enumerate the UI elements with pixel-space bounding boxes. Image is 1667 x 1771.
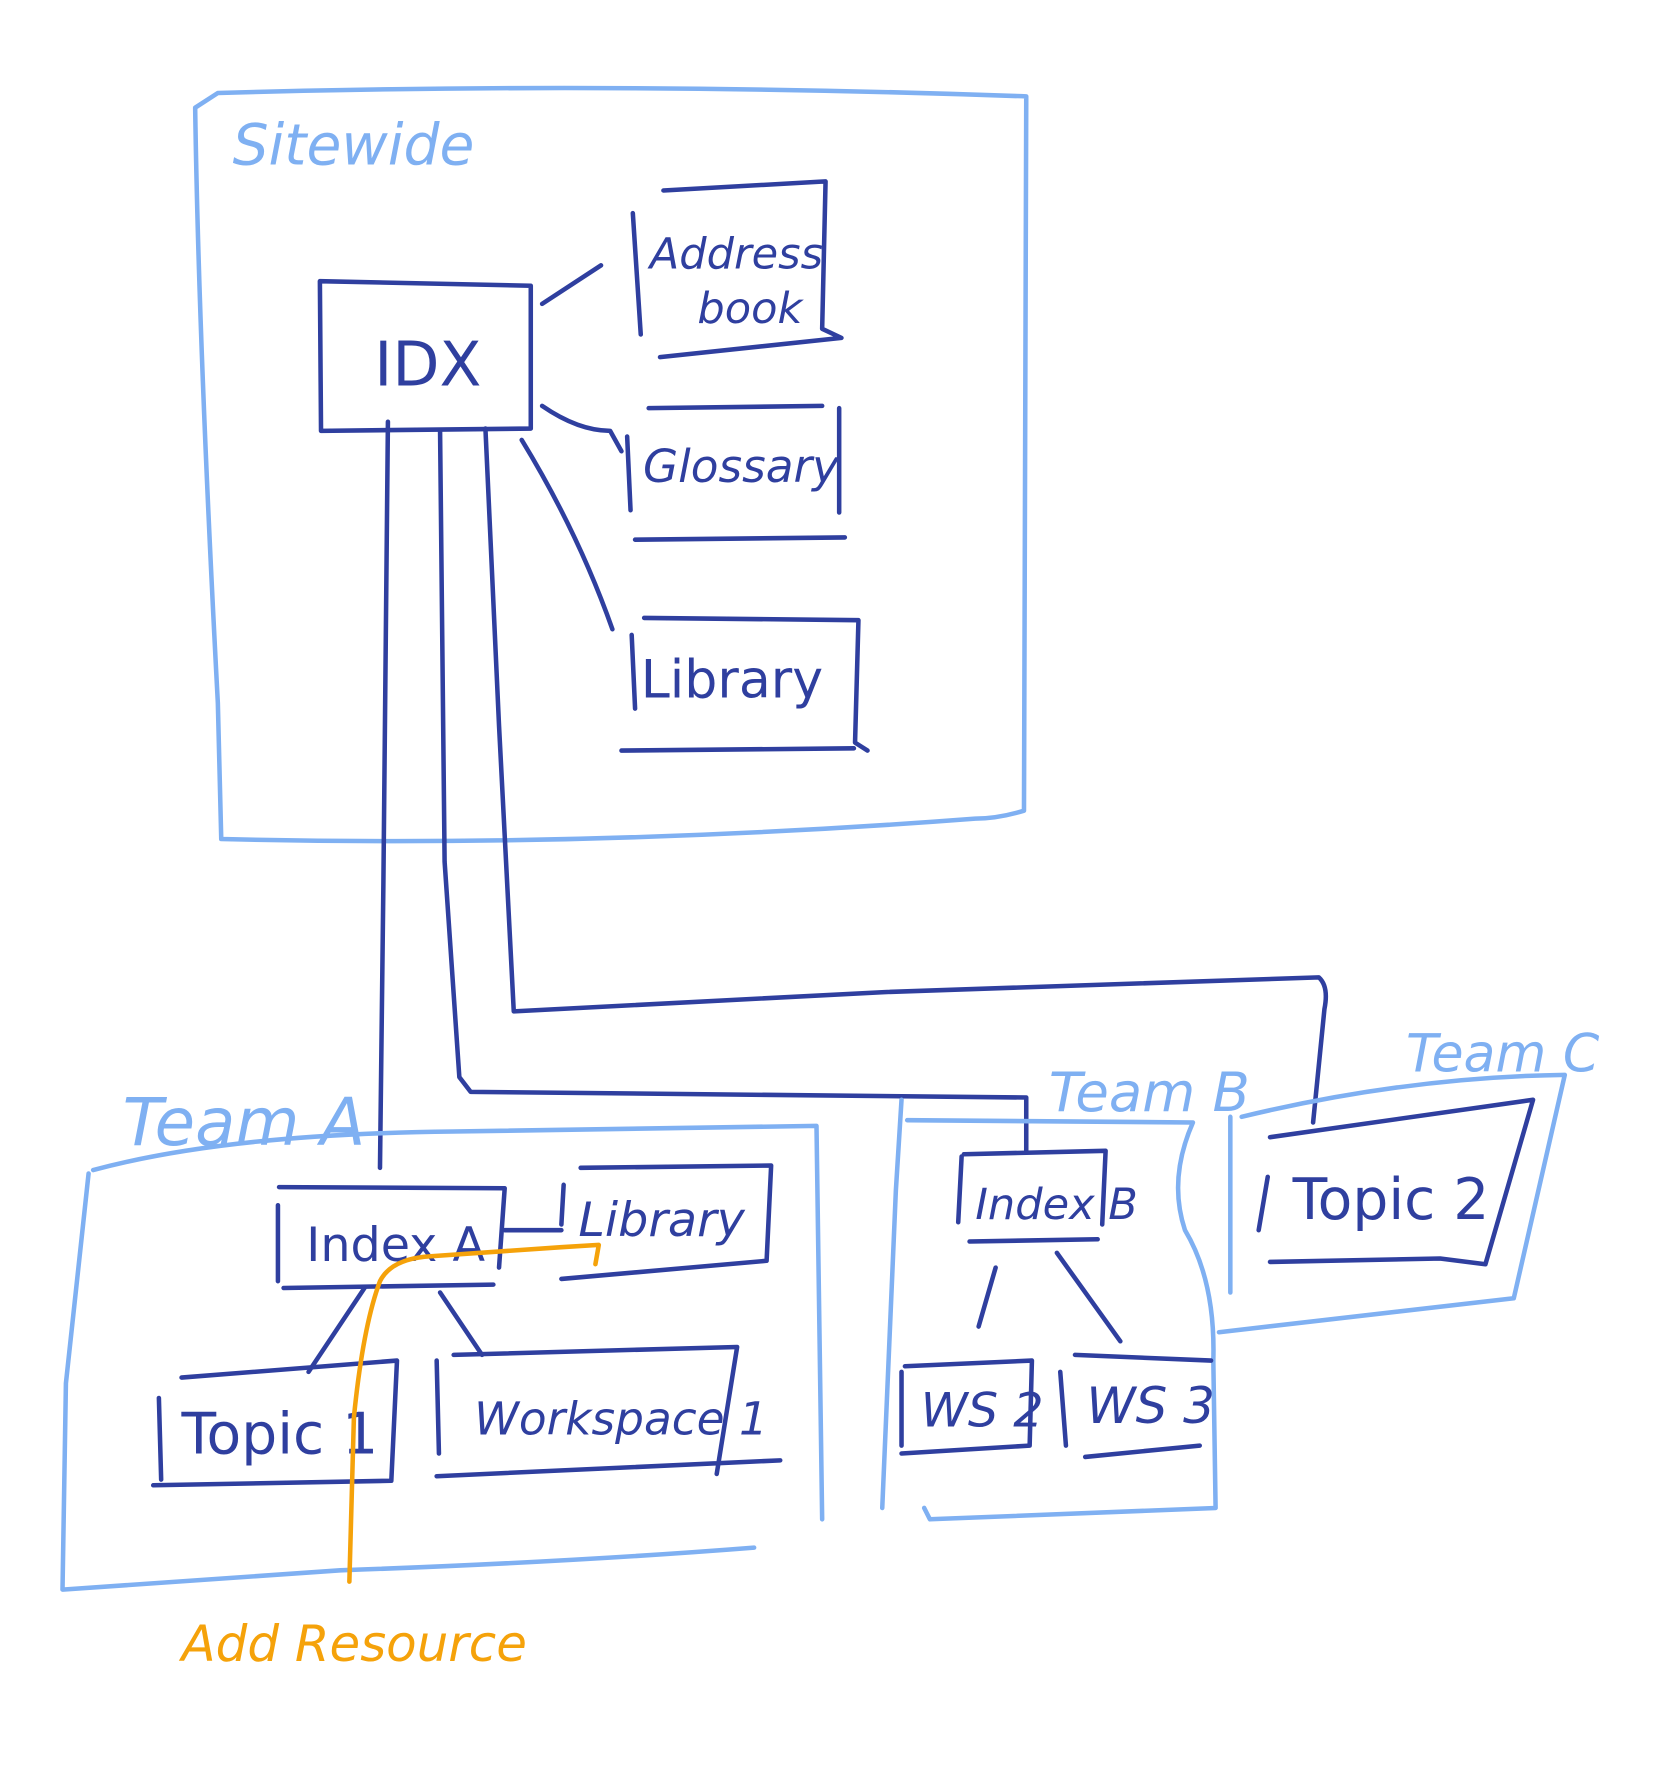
index-b-ws3-link	[1054, 1250, 1123, 1344]
idx-node	[317, 278, 534, 434]
team-b-label: Team B	[1049, 1060, 1250, 1124]
topic-2-node	[1256, 1097, 1536, 1267]
topic-1-label: Topic 1	[181, 1402, 379, 1468]
address-book-label-1: Address	[647, 230, 823, 280]
add-resource-path	[347, 1242, 602, 1584]
ws3-node	[1057, 1352, 1214, 1460]
address-book-label-2: book	[697, 284, 804, 334]
workspace-1-node	[434, 1344, 783, 1479]
topic-1-node	[150, 1358, 400, 1488]
topic-2-label: Topic 2	[1292, 1167, 1490, 1233]
team-c-label: Team C	[1406, 1024, 1600, 1084]
index-a-node	[275, 1184, 507, 1291]
team-a-library-node	[559, 1163, 774, 1282]
index-b-ws2-link	[976, 1265, 998, 1329]
team-c-container	[1216, 1072, 1568, 1335]
sitewide-container	[192, 85, 1029, 844]
ws2-label: WS 2	[921, 1383, 1044, 1438]
idx-glossary-link	[539, 403, 624, 454]
index-a-workspace-link	[437, 1290, 485, 1358]
idx-address-link	[539, 263, 604, 307]
team-a-library-label: Library	[578, 1193, 745, 1248]
sitewide-label: Sitewide	[233, 112, 475, 178]
workspace-1-label: Workspace 1	[474, 1392, 768, 1445]
glossary-node	[624, 403, 848, 542]
index-b-label: Index B	[975, 1180, 1138, 1230]
idx-to-index-b-link	[437, 428, 1029, 1154]
glossary-label: Glossary	[643, 440, 840, 493]
ws3-label: WS 3	[1086, 1377, 1215, 1435]
ws2-node	[899, 1358, 1035, 1456]
idx-to-topic-2-link	[483, 426, 1329, 1125]
add-resource-label: Add Resource	[179, 1615, 527, 1673]
index-b-node	[955, 1148, 1108, 1244]
library-label: Library	[641, 650, 823, 710]
team-a-label: Team A	[123, 1084, 366, 1161]
idx-library-link	[519, 437, 615, 632]
library-node	[619, 615, 870, 753]
team-b-container	[879, 1097, 1218, 1522]
idx-to-index-a-link	[377, 419, 391, 1171]
index-a-topic-link	[306, 1284, 368, 1375]
address-book-node	[630, 179, 844, 360]
idx-label: IDX	[374, 329, 481, 400]
